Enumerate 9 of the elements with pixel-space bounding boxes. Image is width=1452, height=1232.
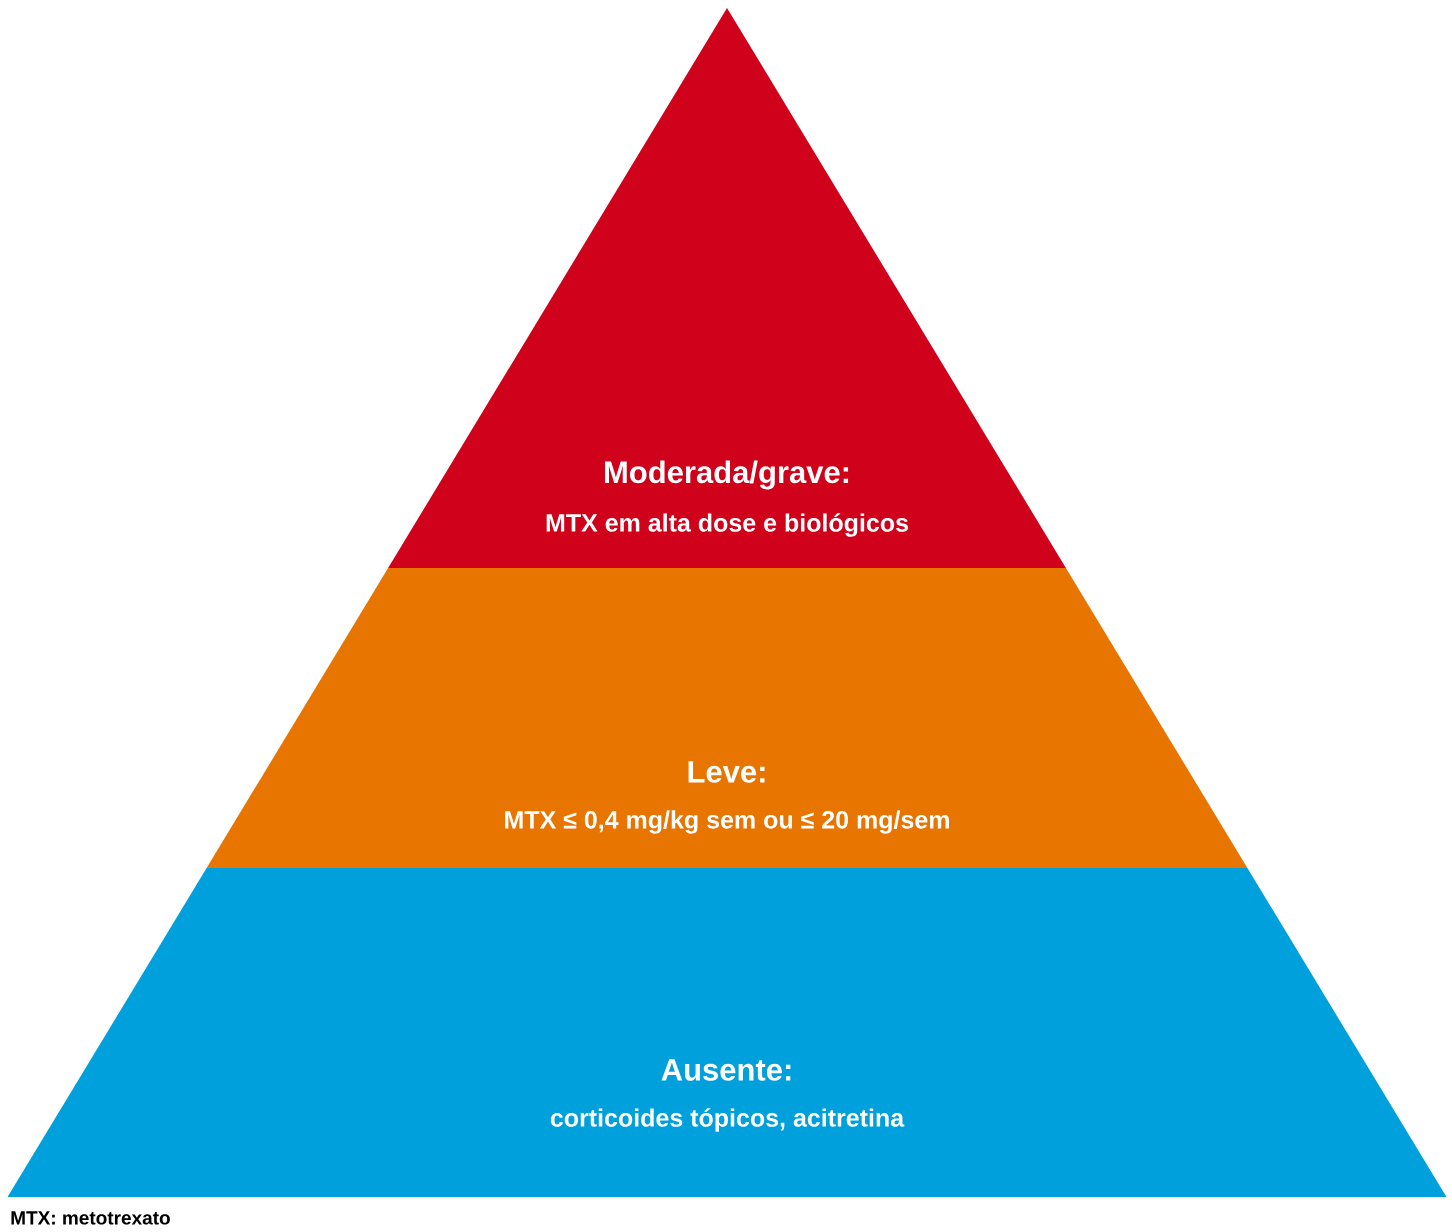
pyramid-band — [388, 8, 1066, 568]
band-text: MTX ≤ 0,4 mg/kg sem ou ≤ 20 mg/sem — [505, 810, 949, 834]
band-heading: Ausente: — [661, 1059, 791, 1081]
pyramid-band — [206, 568, 1248, 868]
band-heading: Moderada/grave: — [605, 460, 849, 490]
band-text: corticoides tópicos, acitretina — [550, 1108, 905, 1132]
band-text: MTX em alta dose e biológicos — [546, 513, 908, 537]
band-heading: Leve: — [688, 761, 765, 783]
pyramid-band — [7, 868, 1447, 1197]
